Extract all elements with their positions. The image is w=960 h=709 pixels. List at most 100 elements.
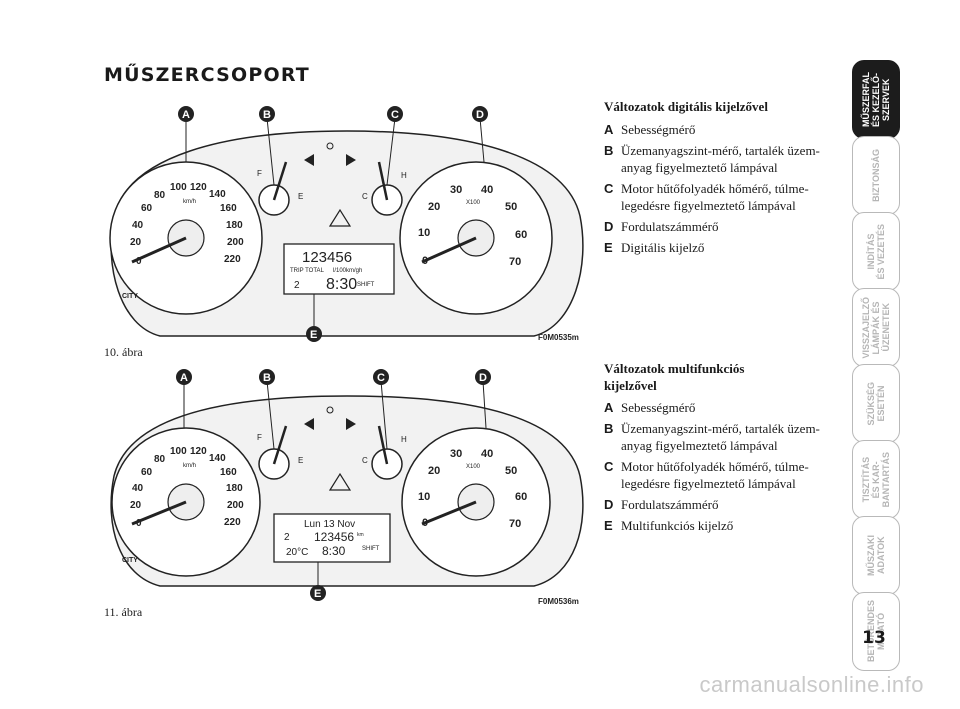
figure-11-cluster: 0 20 40 60 80 100 120 140 160 180 200 22… bbox=[110, 369, 584, 601]
display-trip: TRIP TOTAL bbox=[290, 268, 325, 274]
rpm-tick-30: 30 bbox=[450, 448, 462, 460]
page-number: 13 bbox=[862, 628, 886, 648]
figure-11-caption: 11. ábra bbox=[104, 605, 143, 619]
legend-text: Motor hűtőfolyadék hőmérő, túlme-legedés… bbox=[621, 459, 809, 491]
fuel-full-label: F bbox=[257, 169, 262, 178]
tab-inditas[interactable]: INDÍTÁS ÉS VEZETÉS bbox=[852, 212, 900, 291]
speed-tick-20: 20 bbox=[130, 500, 142, 511]
warning-triangle-icon bbox=[328, 472, 352, 491]
display-gear: 2 bbox=[294, 280, 300, 291]
temp-hot-label: H bbox=[401, 171, 407, 180]
callout-d-label: D bbox=[476, 109, 484, 121]
tab-beturendes[interactable]: BETŰRENDES MUTATÓ bbox=[852, 592, 900, 671]
tab-label: TISZTÍTÁS ÉS KAR- BANTARTÁS bbox=[861, 451, 891, 508]
digital-display bbox=[283, 243, 395, 295]
tab-biztonsag[interactable]: BIZTONSÁG bbox=[852, 136, 900, 215]
legend-key: D bbox=[604, 497, 614, 512]
legend-key: B bbox=[604, 143, 614, 158]
legend-text: Multifunkciós kijelző bbox=[621, 518, 734, 533]
speed-tick-40: 40 bbox=[132, 220, 144, 231]
legend-key: E bbox=[604, 240, 613, 255]
speed-tick-200: 200 bbox=[227, 237, 244, 248]
speed-unit: km/h bbox=[183, 199, 196, 205]
figure-11-code: F0M0536m bbox=[538, 597, 579, 606]
legend-text: Üzemanyagszint-mérő, tartalék üzem-anyag… bbox=[621, 143, 820, 175]
speed-tick-60: 60 bbox=[141, 203, 153, 214]
legend-item: D Fordulatszámmérő bbox=[604, 496, 839, 513]
speed-tick-80: 80 bbox=[154, 190, 166, 201]
legend-text: Motor hűtőfolyadék hőmérő, túlme-legedés… bbox=[621, 181, 809, 213]
speed-tick-0: 0 bbox=[136, 256, 142, 267]
tab-visszajelzo[interactable]: VISSZAJELZŐ LÁMPÁK ÉS ÜZENETEK bbox=[852, 288, 900, 367]
display-odometer: 123456 bbox=[302, 249, 352, 266]
rpm-tick-40: 40 bbox=[481, 448, 493, 460]
rpm-tick-10: 10 bbox=[418, 491, 430, 503]
callout-b-label: B bbox=[263, 372, 271, 384]
callout-c bbox=[386, 106, 403, 186]
callout-b bbox=[259, 369, 275, 450]
figure-10-code: F0M0535m bbox=[538, 333, 579, 342]
tachometer-gauge bbox=[401, 427, 551, 577]
callout-b bbox=[259, 106, 275, 186]
speed-unit: km/h bbox=[183, 463, 196, 469]
rpm-tick-10: 10 bbox=[418, 227, 430, 239]
rpm-tick-0: 0 bbox=[422, 517, 428, 529]
callout-d bbox=[475, 369, 491, 429]
tab-label: BIZTONSÁG bbox=[871, 149, 881, 202]
display-shift: SHIFT bbox=[357, 282, 375, 288]
figure-10-cluster: 0 20 40 60 80 100 120 140 160 180 200 22… bbox=[109, 106, 584, 342]
fuel-gauge bbox=[258, 161, 290, 216]
city-label: CITY bbox=[122, 293, 138, 300]
callout-c bbox=[373, 369, 389, 450]
rpm-tick-20: 20 bbox=[428, 465, 440, 477]
tab-tisztitas[interactable]: TISZTÍTÁS ÉS KAR- BANTARTÁS bbox=[852, 440, 900, 519]
display-gear: 2 bbox=[284, 532, 290, 543]
tab-label: MŰSZERFAL ÉS KEZELŐ- SZERVEK bbox=[861, 72, 891, 127]
callout-d-label: D bbox=[479, 372, 487, 384]
rpm-tick-70: 70 bbox=[509, 518, 521, 530]
sun-icon bbox=[326, 142, 334, 150]
rpm-tick-60: 60 bbox=[515, 229, 527, 241]
display-temp: 20°C bbox=[286, 547, 308, 558]
speed-tick-100: 100 bbox=[170, 446, 187, 457]
rpm-tick-0: 0 bbox=[422, 255, 428, 267]
callout-a bbox=[178, 106, 194, 162]
speed-tick-140: 140 bbox=[209, 453, 226, 464]
legend-text: Sebességmérő bbox=[621, 400, 696, 415]
speed-tick-20: 20 bbox=[130, 237, 142, 248]
callout-d bbox=[472, 106, 488, 163]
speed-tick-180: 180 bbox=[226, 220, 243, 231]
speed-tick-200: 200 bbox=[227, 500, 244, 511]
tab-muszerfal[interactable]: MŰSZERFAL ÉS KEZELŐ- SZERVEK bbox=[852, 60, 900, 139]
legend-text: Fordulatszámmérő bbox=[621, 497, 719, 512]
callout-e-label: E bbox=[314, 588, 321, 600]
speed-tick-160: 160 bbox=[220, 203, 237, 214]
sun-icon bbox=[326, 406, 334, 414]
tab-muszaki[interactable]: MŰSZAKI ADATOK bbox=[852, 516, 900, 595]
tab-szukseg[interactable]: SZÜKSÉG ESETÉN bbox=[852, 364, 900, 443]
fuel-gauge bbox=[258, 425, 290, 480]
figure-10-caption: 10. ábra bbox=[104, 345, 143, 359]
tab-label: VISSZAJELZŐ LÁMPÁK ÉS ÜZENETEK bbox=[861, 296, 891, 359]
rpm-tick-70: 70 bbox=[509, 256, 521, 268]
display-shift: SHIFT bbox=[362, 546, 380, 552]
fuel-full-label: F bbox=[257, 433, 262, 442]
callout-b-label: B bbox=[263, 109, 271, 121]
watermark: carmanualsonline.info bbox=[699, 672, 924, 697]
legend-key: A bbox=[604, 400, 614, 415]
legend-key: B bbox=[604, 421, 614, 436]
legend-key: D bbox=[604, 219, 614, 234]
legend-text: Fordulatszámmérő bbox=[621, 219, 719, 234]
callout-c-label: C bbox=[377, 372, 385, 384]
speed-tick-220: 220 bbox=[224, 254, 241, 265]
rpm-tick-40: 40 bbox=[481, 184, 493, 196]
speed-tick-100: 100 bbox=[170, 182, 187, 193]
display-odometer: 123456 bbox=[314, 530, 354, 544]
